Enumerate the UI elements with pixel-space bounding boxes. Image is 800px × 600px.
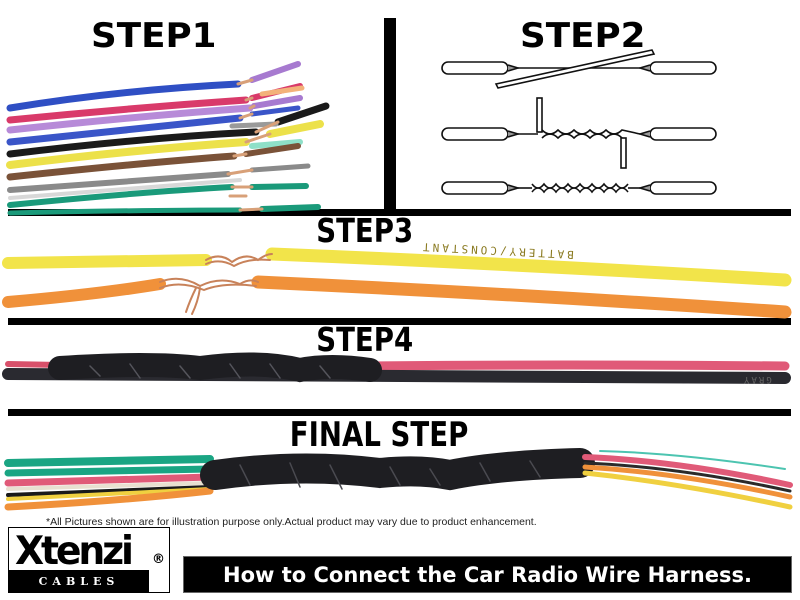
disclaimer-text: *All Pictures shown are for illustration… bbox=[46, 516, 537, 528]
wire-lilac-tip bbox=[251, 95, 303, 109]
right-wires-yellow bbox=[582, 470, 793, 510]
twist-row2 bbox=[541, 128, 641, 135]
copper-loose-strands bbox=[185, 287, 201, 315]
taped-section bbox=[200, 448, 595, 491]
wire-black bbox=[6, 128, 260, 158]
wire-lilac bbox=[6, 104, 254, 134]
wire-mint-tip bbox=[249, 139, 303, 149]
xtenzi-logo: Xtenzi ® CABLES bbox=[8, 527, 170, 593]
logo-wordmark: Xtenzi bbox=[15, 529, 134, 575]
wire-brown-tip bbox=[243, 143, 301, 157]
copper-twist-top bbox=[205, 253, 273, 264]
step3-title: STEP3 bbox=[316, 212, 414, 251]
wire-brown bbox=[6, 152, 238, 181]
yellow-wire-left bbox=[2, 254, 212, 269]
wire-blue-2 bbox=[6, 114, 244, 146]
red-wire-right bbox=[365, 360, 790, 371]
logo-subtitle: CABLES bbox=[9, 570, 149, 592]
yellow-wire-final bbox=[6, 487, 212, 501]
right-wires-black bbox=[583, 461, 792, 493]
wire-yellow-tip bbox=[266, 120, 324, 138]
white-wire bbox=[6, 481, 212, 491]
wire-end-left-2 bbox=[441, 127, 509, 141]
wire-white bbox=[8, 178, 242, 200]
wire-green-2-tip bbox=[259, 204, 321, 212]
wire-gray bbox=[7, 171, 231, 193]
black-wire-final bbox=[6, 485, 212, 497]
final-step-harness-illustration bbox=[4, 448, 793, 511]
wire-blue bbox=[6, 80, 242, 112]
step3-splice-illustration bbox=[2, 247, 792, 319]
step2-twisting-diagram bbox=[441, 49, 717, 195]
title-banner: How to Connect the Car Radio Wire Harnes… bbox=[183, 556, 792, 593]
green-wire-2 bbox=[4, 465, 214, 477]
twist-row3 bbox=[531, 182, 629, 189]
tape-wrap bbox=[48, 352, 382, 383]
divider-final bbox=[8, 409, 791, 416]
right-wires-red bbox=[582, 454, 793, 488]
step1-title: STEP1 bbox=[91, 16, 217, 56]
wire-black-tip bbox=[274, 102, 330, 126]
crossing-wire bbox=[494, 49, 656, 89]
wire-stub-down bbox=[620, 137, 627, 169]
wire-end-left-1 bbox=[441, 61, 509, 75]
divider-step3 bbox=[8, 209, 791, 216]
divider-step4 bbox=[8, 318, 791, 325]
wire-print-gray: GRAY bbox=[742, 374, 772, 384]
wire-end-left-3 bbox=[441, 181, 509, 195]
right-wires-orange bbox=[582, 464, 793, 500]
yellow-wire-right bbox=[265, 247, 792, 287]
wire-green-tip bbox=[249, 183, 309, 190]
wire-blue-2-tip bbox=[249, 105, 301, 117]
registered-mark: ® bbox=[152, 552, 165, 567]
wire-end-right-2 bbox=[649, 127, 717, 141]
green-wire-1 bbox=[4, 455, 214, 467]
orange-wire-right bbox=[251, 275, 792, 319]
wire-gray-tip-2 bbox=[249, 163, 311, 173]
vertical-divider bbox=[384, 18, 396, 214]
orange-wire-final bbox=[4, 487, 214, 511]
step2-title: STEP2 bbox=[520, 16, 646, 56]
step4-taped-illustration bbox=[2, 352, 791, 384]
wire-orange-tip bbox=[259, 85, 305, 97]
wire-purple-tip bbox=[249, 61, 301, 83]
wire-green-2 bbox=[7, 207, 243, 216]
banner-title: How to Connect the Car Radio Wire Harnes… bbox=[223, 562, 752, 587]
right-wires-teal bbox=[599, 450, 786, 470]
wire-gray-tip bbox=[229, 121, 279, 129]
wire-green bbox=[7, 184, 235, 208]
wire-yellow bbox=[6, 138, 250, 169]
final-step-title: FINAL STEP bbox=[289, 415, 469, 456]
step4-title: STEP4 bbox=[316, 321, 414, 360]
wire-end-right-3 bbox=[649, 181, 717, 195]
pink-wire bbox=[4, 473, 214, 487]
step1-wires-illustration bbox=[6, 61, 330, 216]
wire-end-right-1 bbox=[649, 61, 717, 75]
wire-stub-up bbox=[536, 97, 543, 133]
orange-wire-left bbox=[2, 278, 166, 308]
wire-red bbox=[6, 96, 250, 124]
copper-twist-bottom bbox=[159, 277, 259, 288]
